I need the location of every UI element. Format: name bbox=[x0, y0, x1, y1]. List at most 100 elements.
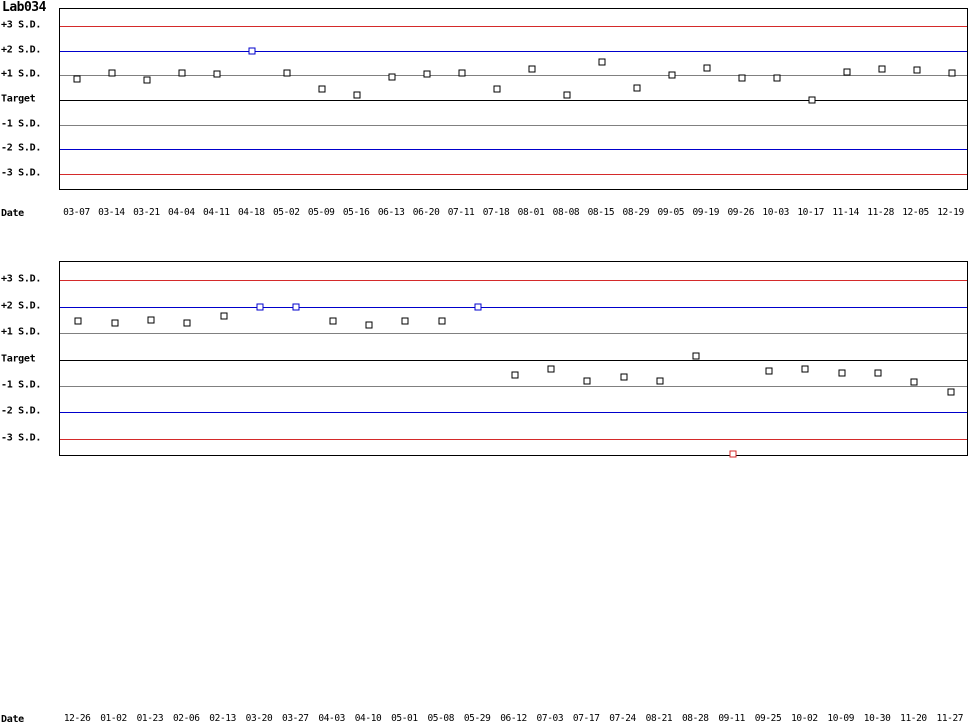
data-point-marker bbox=[353, 91, 361, 99]
data-point-marker bbox=[765, 367, 773, 375]
data-point-marker bbox=[74, 317, 82, 325]
page-title: Lab034 bbox=[2, 0, 46, 15]
y-axis-label: -3 S.D. bbox=[1, 432, 42, 444]
y-axis-label: -2 S.D. bbox=[1, 405, 42, 417]
plot-area-bottom bbox=[59, 261, 968, 458]
date-tick-label: 01-02 bbox=[100, 713, 127, 724]
plot-area-top bbox=[59, 8, 968, 190]
data-point-marker bbox=[111, 319, 119, 327]
date-tick-label: 10-02 bbox=[791, 713, 818, 724]
data-point-marker bbox=[365, 321, 373, 329]
data-point-marker bbox=[801, 365, 809, 373]
date-tick-label: 04-04 bbox=[168, 207, 195, 218]
data-point-marker bbox=[292, 303, 300, 311]
gridline-3sd bbox=[60, 26, 967, 28]
data-point-marker bbox=[947, 388, 955, 396]
gridline-3sd bbox=[60, 280, 967, 282]
date-tick-label: 03-07 bbox=[63, 207, 90, 218]
date-tick-label: 10-03 bbox=[762, 207, 790, 218]
data-point-marker bbox=[438, 317, 446, 325]
date-tick-label: 02-13 bbox=[209, 713, 236, 724]
date-tick-label: 02-06 bbox=[172, 713, 200, 724]
data-point-marker bbox=[256, 303, 264, 311]
date-tick-label: 05-01 bbox=[391, 713, 418, 724]
data-point-marker bbox=[178, 69, 186, 77]
date-tick-label: 03-20 bbox=[245, 713, 273, 724]
date-tick-label: 09-11 bbox=[718, 713, 745, 724]
date-tick-label: 08-21 bbox=[645, 713, 673, 724]
date-tick-label: 04-10 bbox=[354, 713, 382, 724]
data-point-marker bbox=[547, 365, 555, 373]
date-tick-label: 07-18 bbox=[482, 207, 510, 218]
data-point-marker bbox=[703, 64, 711, 72]
y-axis-label: -2 S.D. bbox=[1, 142, 42, 154]
date-tick-label: 06-12 bbox=[500, 713, 527, 724]
data-point-marker bbox=[248, 47, 256, 55]
gridline-1sd bbox=[60, 75, 967, 77]
qc-chart-top: Lab034 +3 S.D.+2 S.D.+1 S.D.Target-1 S.D… bbox=[0, 0, 970, 232]
data-point-marker bbox=[874, 369, 882, 377]
data-point-marker bbox=[474, 303, 482, 311]
date-tick-label: 04-11 bbox=[203, 207, 230, 218]
data-point-marker bbox=[213, 70, 221, 78]
date-tick-label: 06-20 bbox=[412, 207, 440, 218]
date-tick-label: 12-19 bbox=[937, 207, 964, 218]
date-tick-label: 08-15 bbox=[587, 207, 615, 218]
date-tick-label: 06-13 bbox=[377, 207, 405, 218]
gridline--3sd bbox=[60, 173, 967, 175]
date-tick-label: 07-24 bbox=[609, 713, 636, 724]
date-tick-label: 03-21 bbox=[133, 207, 160, 218]
data-point-marker bbox=[808, 96, 816, 104]
y-axis-labels-bottom: +3 S.D.+2 S.D.+1 S.D.Target-1 S.D.-2 S.D… bbox=[0, 253, 58, 500]
data-point-marker bbox=[838, 369, 846, 377]
date-tick-label: 07-03 bbox=[536, 713, 564, 724]
date-tick-label: 11-20 bbox=[900, 713, 927, 724]
data-point-marker bbox=[913, 66, 921, 74]
data-point-marker bbox=[633, 84, 641, 92]
date-axis-label-top: Date bbox=[1, 208, 24, 219]
gridline-target bbox=[60, 100, 967, 101]
date-tick-label: 01-23 bbox=[136, 713, 164, 724]
data-point-marker bbox=[493, 85, 501, 93]
date-tick-label: 03-14 bbox=[98, 207, 125, 218]
data-point-marker bbox=[73, 75, 81, 83]
gridline-1sd bbox=[60, 333, 967, 335]
data-point-marker bbox=[183, 319, 191, 327]
y-axis-label: +2 S.D. bbox=[1, 44, 42, 56]
data-point-marker bbox=[598, 58, 606, 66]
y-axis-label: -1 S.D. bbox=[1, 118, 42, 130]
data-point-marker bbox=[692, 352, 700, 360]
data-point-marker bbox=[528, 65, 536, 73]
date-tick-label: 09-19 bbox=[692, 207, 720, 218]
data-point-marker bbox=[143, 76, 151, 84]
data-point-marker bbox=[583, 377, 591, 385]
date-tick-label: 11-27 bbox=[936, 713, 964, 724]
data-point-marker bbox=[563, 91, 571, 99]
date-tick-label: 05-08 bbox=[427, 713, 455, 724]
data-point-marker bbox=[511, 371, 518, 379]
date-tick-label: 08-01 bbox=[517, 207, 545, 218]
data-point-marker bbox=[147, 316, 155, 324]
data-point-marker bbox=[318, 85, 326, 93]
date-tick-label: 05-09 bbox=[307, 207, 335, 218]
date-tick-label: 11-14 bbox=[832, 207, 859, 218]
date-tick-label: 07-11 bbox=[447, 207, 475, 218]
y-axis-label: +3 S.D. bbox=[1, 19, 42, 31]
gridline--1sd bbox=[60, 385, 967, 387]
qc-chart-bottom: +3 S.D.+2 S.D.+1 S.D.Target-1 S.D.-2 S.D… bbox=[0, 253, 970, 725]
date-tick-label: 07-17 bbox=[572, 713, 600, 724]
date-tick-label: 10-30 bbox=[863, 713, 891, 724]
date-tick-label: 05-02 bbox=[272, 207, 300, 218]
gridline-target bbox=[60, 359, 967, 361]
date-tick-label: 04-18 bbox=[237, 207, 265, 218]
date-tick-label: 12-26 bbox=[63, 713, 91, 724]
data-point-marker bbox=[401, 317, 409, 325]
date-tick-label: 12-05 bbox=[902, 207, 929, 218]
date-tick-label: 10-09 bbox=[827, 713, 855, 724]
data-point-marker bbox=[843, 68, 851, 76]
date-tick-label: 09-26 bbox=[727, 207, 755, 218]
y-axis-label: +2 S.D. bbox=[1, 300, 42, 312]
gridline--1sd bbox=[60, 124, 967, 126]
data-point-marker bbox=[729, 450, 737, 458]
date-tick-label: 05-16 bbox=[342, 207, 370, 218]
